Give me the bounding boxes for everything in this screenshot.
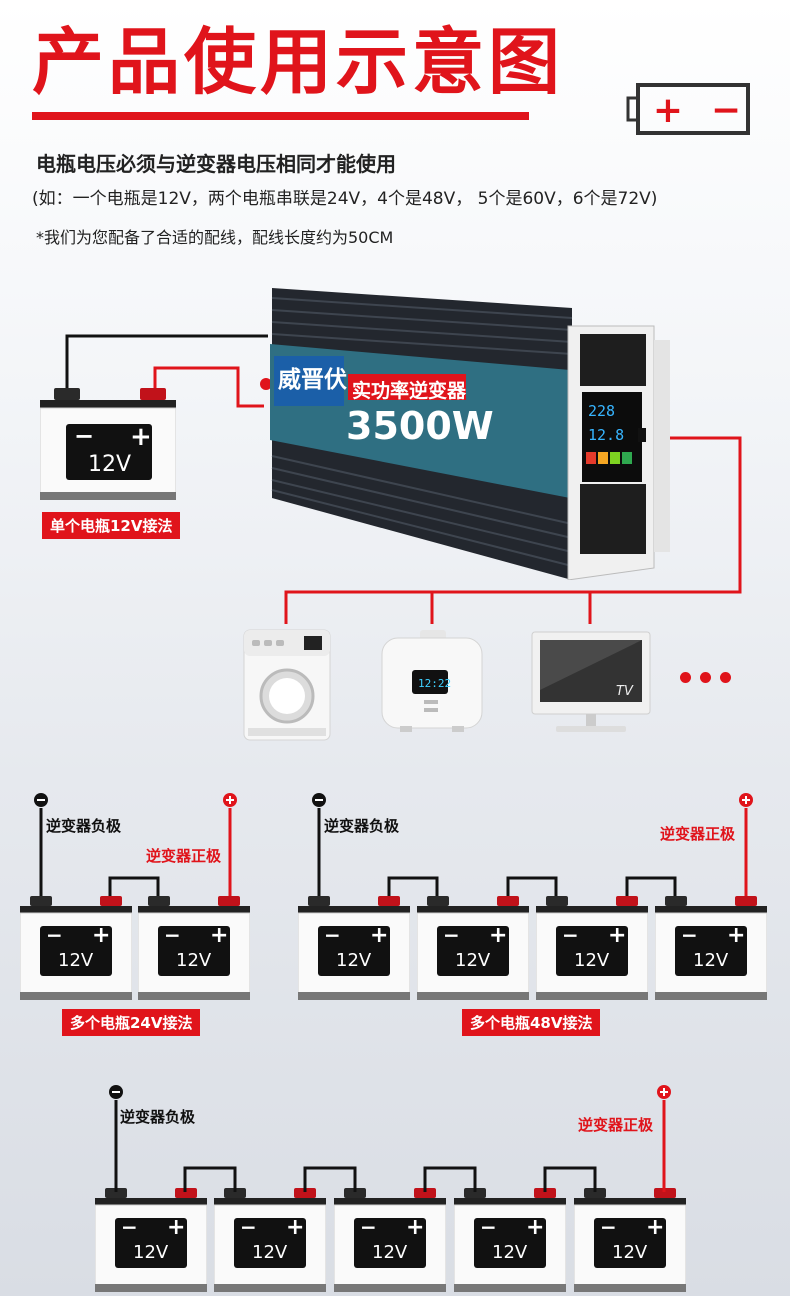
- battery-graphic: [39, 388, 177, 501]
- battery-minus: −: [324, 923, 341, 947]
- battery-minus: −: [240, 1215, 257, 1239]
- battery-voltage: 12V: [252, 1242, 288, 1263]
- label-negative-24v: 逆变器负极: [46, 817, 122, 835]
- battery-plus: +: [406, 1215, 425, 1240]
- battery-graphic: [333, 1188, 447, 1293]
- battery-unit: − +12V: [19, 896, 133, 1004]
- label-positive-60v: 逆变器正极: [578, 1116, 654, 1134]
- battery-minus: −: [164, 923, 181, 947]
- label-negative-48v: 逆变器负极: [324, 817, 400, 835]
- caption-24v: 多个电瓶24V接法: [62, 1009, 201, 1036]
- battery-voltage: 12V: [612, 1242, 648, 1263]
- battery-plus: +: [370, 923, 389, 948]
- battery-graphic: [19, 896, 133, 1001]
- inverter-power: 3500W: [346, 404, 494, 448]
- battery-minus: −: [681, 923, 698, 947]
- battery-plus: +: [92, 923, 111, 948]
- inverter-lcd-bottom: 12.8: [588, 426, 625, 444]
- battery-plus: +: [210, 923, 229, 948]
- battery-minus: −: [121, 1215, 138, 1239]
- battery-unit: − +12V: [333, 1188, 447, 1296]
- battery-graphic: [453, 1188, 567, 1293]
- battery-plus: +: [727, 923, 746, 948]
- battery-unit: − +12V: [94, 1188, 208, 1296]
- battery-minus: −: [443, 923, 460, 947]
- washing-machine-icon: [243, 629, 331, 741]
- cable-note-text: *我们为您配备了合适的配线，配线长度约为50CM: [36, 228, 394, 247]
- tv-icon: [531, 631, 651, 732]
- battery-voltage: 12V: [58, 950, 94, 971]
- battery-unit: − +12V: [573, 1188, 687, 1296]
- wiring-diagram-bottom: [109, 1085, 671, 1192]
- label-positive-24v: 逆变器正极: [146, 847, 222, 865]
- battery-unit: − +12V: [453, 1188, 567, 1296]
- voltage-example-text: (如：一个电瓶是12V，两个电瓶串联是24V，4个是48V， 5个是60V，6个…: [32, 189, 658, 209]
- battery-minus: −: [562, 923, 579, 947]
- battery-voltage: 12V: [176, 950, 212, 971]
- battery-graphic: [535, 896, 649, 1001]
- battery-minus: −: [360, 1215, 377, 1239]
- svg-text:+: +: [653, 90, 683, 131]
- battery-minus: −: [600, 1215, 617, 1239]
- appliance-washing-machine: [242, 628, 332, 746]
- inverter-tag: 实功率逆变器: [352, 380, 467, 402]
- battery-voltage: 12V: [336, 950, 372, 971]
- appliance-rice-cooker: 12:22: [380, 628, 484, 738]
- battery-voltage: 12V: [693, 950, 729, 971]
- battery-unit: − +12V: [213, 1188, 327, 1296]
- battery-graphic: [416, 896, 530, 1001]
- inverter-device: 威晋伏 实功率逆变器 3500W 228 12.8: [262, 284, 676, 580]
- title-underline: [32, 112, 529, 120]
- battery-graphic: [573, 1188, 687, 1293]
- battery-voltage: 12V: [88, 452, 132, 477]
- appliance-tv: TV: [530, 630, 652, 740]
- battery-plus: +: [489, 923, 508, 948]
- battery-unit: − +12V: [137, 896, 251, 1004]
- rice-cooker-icon: [381, 630, 483, 732]
- caption-48v: 多个电瓶48V接法: [462, 1009, 601, 1036]
- battery-voltage: 12V: [133, 1242, 169, 1263]
- battery-graphic: [94, 1188, 208, 1293]
- label-negative-60v: 逆变器负极: [120, 1108, 196, 1126]
- battery-unit: − +12V: [416, 896, 530, 1004]
- caption-single-12v: 单个电瓶12V接法: [42, 512, 181, 539]
- battery-unit: − +12V: [654, 896, 768, 1004]
- battery-minus: −: [480, 1215, 497, 1239]
- battery-plus: +: [608, 923, 627, 948]
- wiring-diagram-middle: [34, 793, 753, 902]
- battery-graphic: [137, 896, 251, 1001]
- battery-plus: +: [526, 1215, 545, 1240]
- battery-plus: +: [130, 422, 152, 452]
- battery-icon: + −: [626, 83, 750, 135]
- more-appliances-dots: [680, 668, 740, 687]
- battery-plus: +: [286, 1215, 305, 1240]
- battery-graphic: [654, 896, 768, 1001]
- wiring-diagram-top: [65, 334, 742, 624]
- battery-voltage: 12V: [372, 1242, 408, 1263]
- battery-unit: − +12V: [297, 896, 411, 1004]
- battery-voltage: 12V: [455, 950, 491, 971]
- page-title: 产品使用示意图: [32, 20, 565, 104]
- battery-single: − + 12V: [39, 388, 177, 504]
- tv-label: TV: [616, 684, 633, 699]
- inverter-body: [270, 288, 670, 580]
- voltage-requirement-text: 电瓶电压必须与逆变器电压相同才能使用: [36, 152, 396, 176]
- battery-voltage: 12V: [492, 1242, 528, 1263]
- battery-voltage: 12V: [574, 950, 610, 971]
- battery-graphic: [213, 1188, 327, 1293]
- battery-plus: +: [167, 1215, 186, 1240]
- battery-unit: − +12V: [535, 896, 649, 1004]
- battery-plus: +: [646, 1215, 665, 1240]
- inverter-brand: 威晋伏: [278, 367, 347, 393]
- label-positive-48v: 逆变器正极: [660, 825, 736, 843]
- battery-minus: −: [74, 422, 95, 450]
- battery-graphic: [297, 896, 411, 1001]
- cooker-time: 12:22: [418, 677, 452, 690]
- battery-minus: −: [46, 923, 63, 947]
- svg-text:−: −: [711, 90, 741, 131]
- inverter-lcd-top: 228: [588, 402, 616, 420]
